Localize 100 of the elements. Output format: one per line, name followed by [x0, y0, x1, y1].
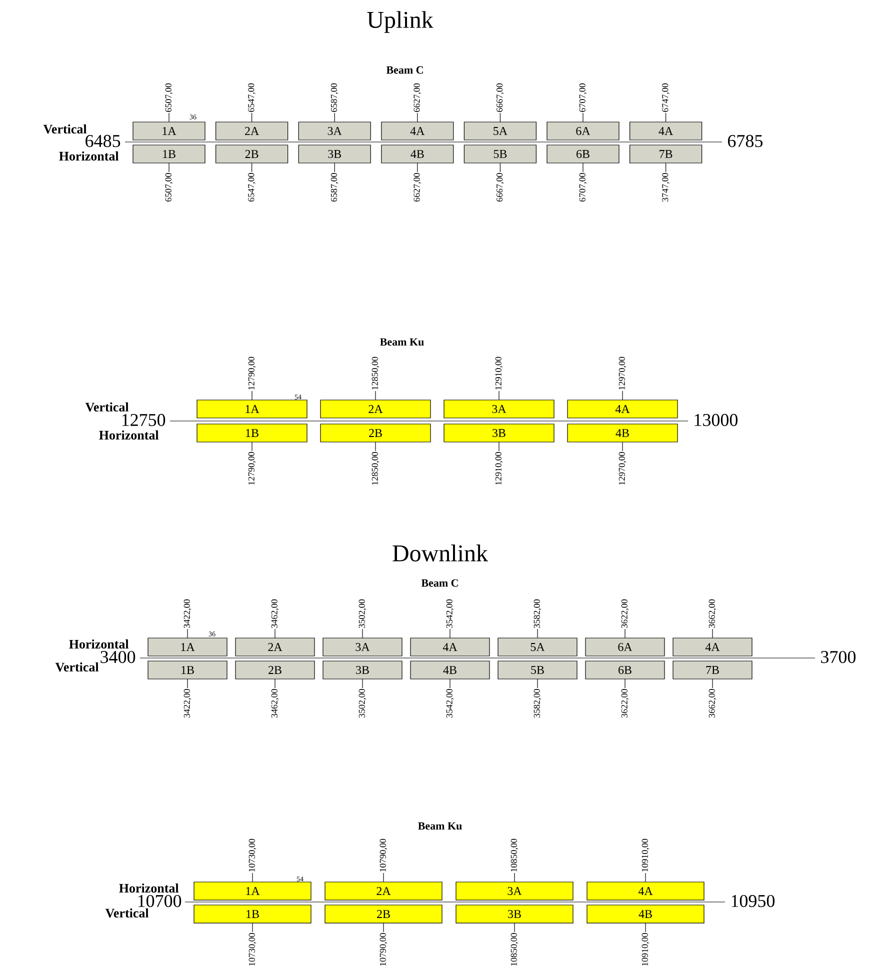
channel-box: 1B — [148, 660, 228, 680]
channel-box: 3B — [444, 424, 554, 442]
channel-box: 6A — [546, 122, 620, 140]
channel-box: 1A — [196, 400, 308, 418]
frequency-label: 3622,00 — [621, 678, 629, 718]
frequency-label: 12970,00 — [618, 356, 626, 400]
frequency-label: 3462,00 — [271, 678, 279, 718]
channel-box: 5B — [464, 144, 536, 164]
frequency-label: 10910,00 — [642, 838, 650, 882]
frequency-label: 6667,00 — [496, 83, 504, 122]
channel-box: 1B — [196, 424, 308, 442]
channel-box: 4B — [567, 424, 678, 442]
frequency-label: 10730,00 — [248, 838, 256, 882]
channel-box: 1B — [194, 904, 312, 924]
channel-box: 3B — [298, 144, 371, 164]
frequency-label: 12790,00 — [248, 356, 256, 400]
channel-box: 3B — [456, 904, 574, 924]
frequency-limit: 6485 — [86, 134, 120, 148]
polarization-label: Horizontal — [69, 639, 129, 649]
channel-box: 1A — [132, 122, 206, 140]
frequency-limit: 3700 — [821, 650, 856, 664]
frequency-limit: 6785 — [728, 134, 762, 148]
frequency-label: 6747,00 — [662, 83, 670, 122]
frequency-label: 3542,00 — [446, 678, 454, 718]
frequency-label: 6587,00 — [330, 162, 338, 202]
channel-box: 6B — [585, 660, 665, 680]
channel-box: 1A — [148, 638, 228, 656]
frequency-limit: 13000 — [694, 414, 738, 426]
channel-box: 4B — [381, 144, 454, 164]
beam-label: Beam C — [421, 579, 458, 587]
polarization-label: Horizontal — [99, 430, 159, 440]
frequency-label: 6507,00 — [165, 83, 173, 122]
frequency-label: 3582,00 — [534, 678, 542, 718]
channel-box: 3A — [456, 882, 574, 900]
frequency-label: 6547,00 — [248, 83, 256, 122]
polarization-label: Vertical — [43, 124, 87, 134]
channel-box: 2B — [235, 660, 315, 680]
frequency-label: 3462,00 — [271, 599, 279, 638]
frequency-label: 3622,00 — [621, 599, 629, 638]
frequency-label: 6627,00 — [414, 162, 422, 202]
channel-box: 4A — [567, 400, 678, 418]
channel-box: 2B — [216, 144, 288, 164]
frequency-label: 12790,00 — [248, 442, 256, 485]
channel-box: 4A — [381, 122, 454, 140]
channel-box: 2B — [320, 424, 431, 442]
channel-box: 6B — [546, 144, 620, 164]
frequency-label: 3662,00 — [708, 678, 716, 718]
channel-box: 5A — [498, 638, 578, 656]
frequency-label: 10910,00 — [642, 922, 650, 966]
frequency-label: 6707,00 — [579, 162, 587, 202]
channel-box: 1A — [194, 882, 312, 900]
frequency-label: 6667,00 — [496, 162, 504, 202]
frequency-label: 3502,00 — [358, 678, 366, 718]
channel-box: 4A — [410, 638, 490, 656]
frequency-label: 3662,00 — [708, 599, 716, 638]
channel-box: 1B — [132, 144, 206, 164]
frequency-label: 3502,00 — [358, 599, 366, 638]
frequency-label: 3747,00 — [662, 162, 670, 202]
channel-box: 5A — [464, 122, 536, 140]
channel-box: 3A — [298, 122, 371, 140]
channel-box: 4B — [586, 904, 704, 924]
polarization-label: Vertical — [105, 908, 149, 918]
channel-box: 2A — [320, 400, 431, 418]
frequency-label: 6587,00 — [330, 83, 338, 122]
frequency-limit: 10700 — [138, 894, 182, 908]
frequency-label: 6707,00 — [579, 83, 587, 122]
beam-label: Beam C — [386, 66, 423, 74]
frequency-label: 6547,00 — [248, 162, 256, 202]
frequency-label: 12910,00 — [495, 356, 503, 400]
channel-box: 3A — [444, 400, 554, 418]
frequency-label: 12970,00 — [618, 442, 626, 485]
frequency-limit: 10950 — [732, 894, 775, 908]
beam-label: Beam Ku — [380, 338, 424, 346]
frequency-label: 10850,00 — [510, 838, 518, 882]
frequency-label: 3422,00 — [184, 599, 192, 638]
frequency-label: 10850,00 — [510, 922, 518, 966]
channel-box: 6A — [585, 638, 665, 656]
polarization-label: Vertical — [55, 662, 99, 672]
frequency-label: 3542,00 — [446, 599, 454, 638]
channel-box: 2A — [235, 638, 315, 656]
section-title: Uplink — [367, 11, 434, 33]
frequency-label: 6627,00 — [414, 83, 422, 122]
frequency-label: 12850,00 — [372, 442, 380, 485]
channel-box: 7B — [630, 144, 702, 164]
channel-box: 7B — [672, 660, 752, 680]
channel-box: 4A — [586, 882, 704, 900]
frequency-label: 10790,00 — [380, 922, 388, 966]
channel-box: 2A — [216, 122, 288, 140]
frequency-label: 10730,00 — [248, 922, 256, 966]
frequency-label: 3582,00 — [534, 599, 542, 638]
polarization-label: Horizontal — [59, 151, 119, 161]
section-title: Downlink — [392, 544, 488, 562]
polarization-label: Horizontal — [119, 883, 179, 893]
channel-box: 2A — [324, 882, 442, 900]
beam-label: Beam Ku — [418, 822, 462, 830]
frequency-label: 10790,00 — [380, 838, 388, 882]
channel-box: 3B — [322, 660, 402, 680]
frequency-limit: 12750 — [122, 414, 166, 426]
channel-box: 2B — [324, 904, 442, 924]
channel-box: 4A — [630, 122, 702, 140]
